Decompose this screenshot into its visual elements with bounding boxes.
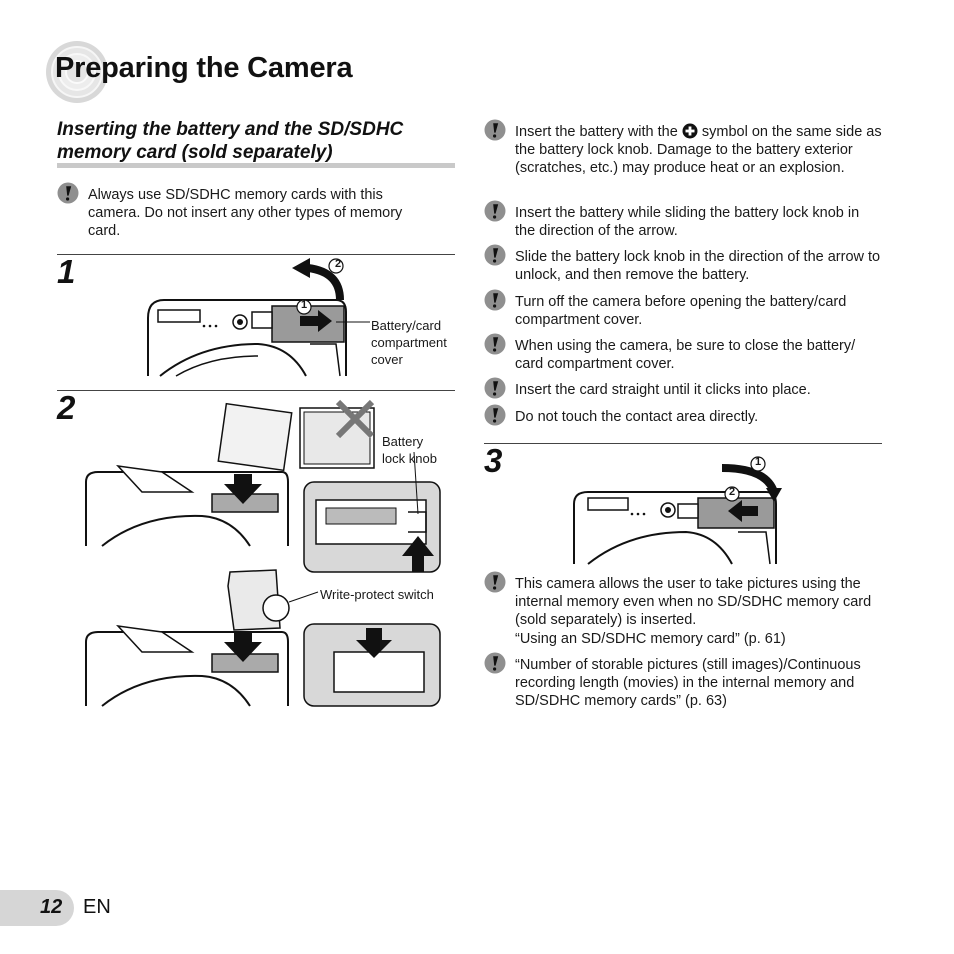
- step-3-rule: [484, 443, 882, 444]
- caution-exclamation-icon: [484, 244, 506, 266]
- step-1-number: 1: [57, 253, 76, 290]
- caution-exclamation-icon: [484, 333, 506, 355]
- page-language: EN: [83, 896, 111, 918]
- caution-exclamation-icon: [484, 289, 506, 311]
- step-3-callout-2: 2: [728, 486, 736, 498]
- page-number: 12: [40, 896, 63, 918]
- step-2-number: 2: [57, 389, 76, 426]
- page-number-badge: [0, 890, 74, 926]
- section-heading: Inserting the battery and the SD/SDHC me…: [57, 119, 404, 163]
- note-internal-memory: This camera allows the user to take pict…: [515, 576, 872, 647]
- step-3-number: 3: [484, 442, 503, 479]
- step-1-rule: [57, 254, 455, 255]
- caution-exclamation-icon: [57, 182, 79, 204]
- caution-exclamation-icon: [484, 404, 506, 426]
- write-protect-switch-label: Write-protect switch: [320, 587, 434, 602]
- note-battery-orientation: Insert the battery with the symbol on th…: [515, 123, 882, 177]
- caution-note-text: Always use SD/SDHC memory cards with thi…: [88, 187, 403, 240]
- step-3-illustration: [573, 456, 782, 565]
- battery-lock-knob-label: Battery lock knob: [382, 434, 437, 466]
- note-storable-pictures: “Number of storable pictures (still imag…: [515, 657, 861, 710]
- step-2-illustration: [85, 399, 441, 707]
- step-1-callout-1: 1: [300, 299, 308, 311]
- step-2-rule: [57, 390, 455, 391]
- page-title: Preparing the Camera: [55, 52, 353, 84]
- step-1-illustration: [147, 258, 370, 377]
- step-3-callout-1: 1: [754, 456, 762, 468]
- step-1-callout-2: 2: [334, 258, 342, 270]
- plus-circle-icon: [682, 123, 698, 139]
- note-turn-off-camera: Turn off the camera before opening the b…: [515, 294, 847, 329]
- caution-exclamation-icon: [484, 652, 506, 674]
- note-insert-battery: Insert the battery while sliding the bat…: [515, 205, 860, 240]
- title-decoration-icon: [46, 41, 108, 103]
- note-remove-battery: Slide the battery lock knob in the direc…: [515, 249, 881, 284]
- cover-label: Battery/card compartment cover: [371, 318, 447, 367]
- caution-exclamation-icon: [484, 200, 506, 222]
- note-contact-area: Do not touch the contact area directly.: [515, 409, 759, 425]
- caution-exclamation-icon: [484, 571, 506, 593]
- section-heading-underline: [57, 163, 455, 168]
- note-close-cover: When using the camera, be sure to close …: [515, 338, 856, 373]
- note-insert-card: Insert the card straight until it clicks…: [515, 382, 811, 398]
- caution-exclamation-icon: [484, 377, 506, 399]
- caution-exclamation-icon: [484, 119, 506, 141]
- x-mark-icon: [335, 399, 375, 439]
